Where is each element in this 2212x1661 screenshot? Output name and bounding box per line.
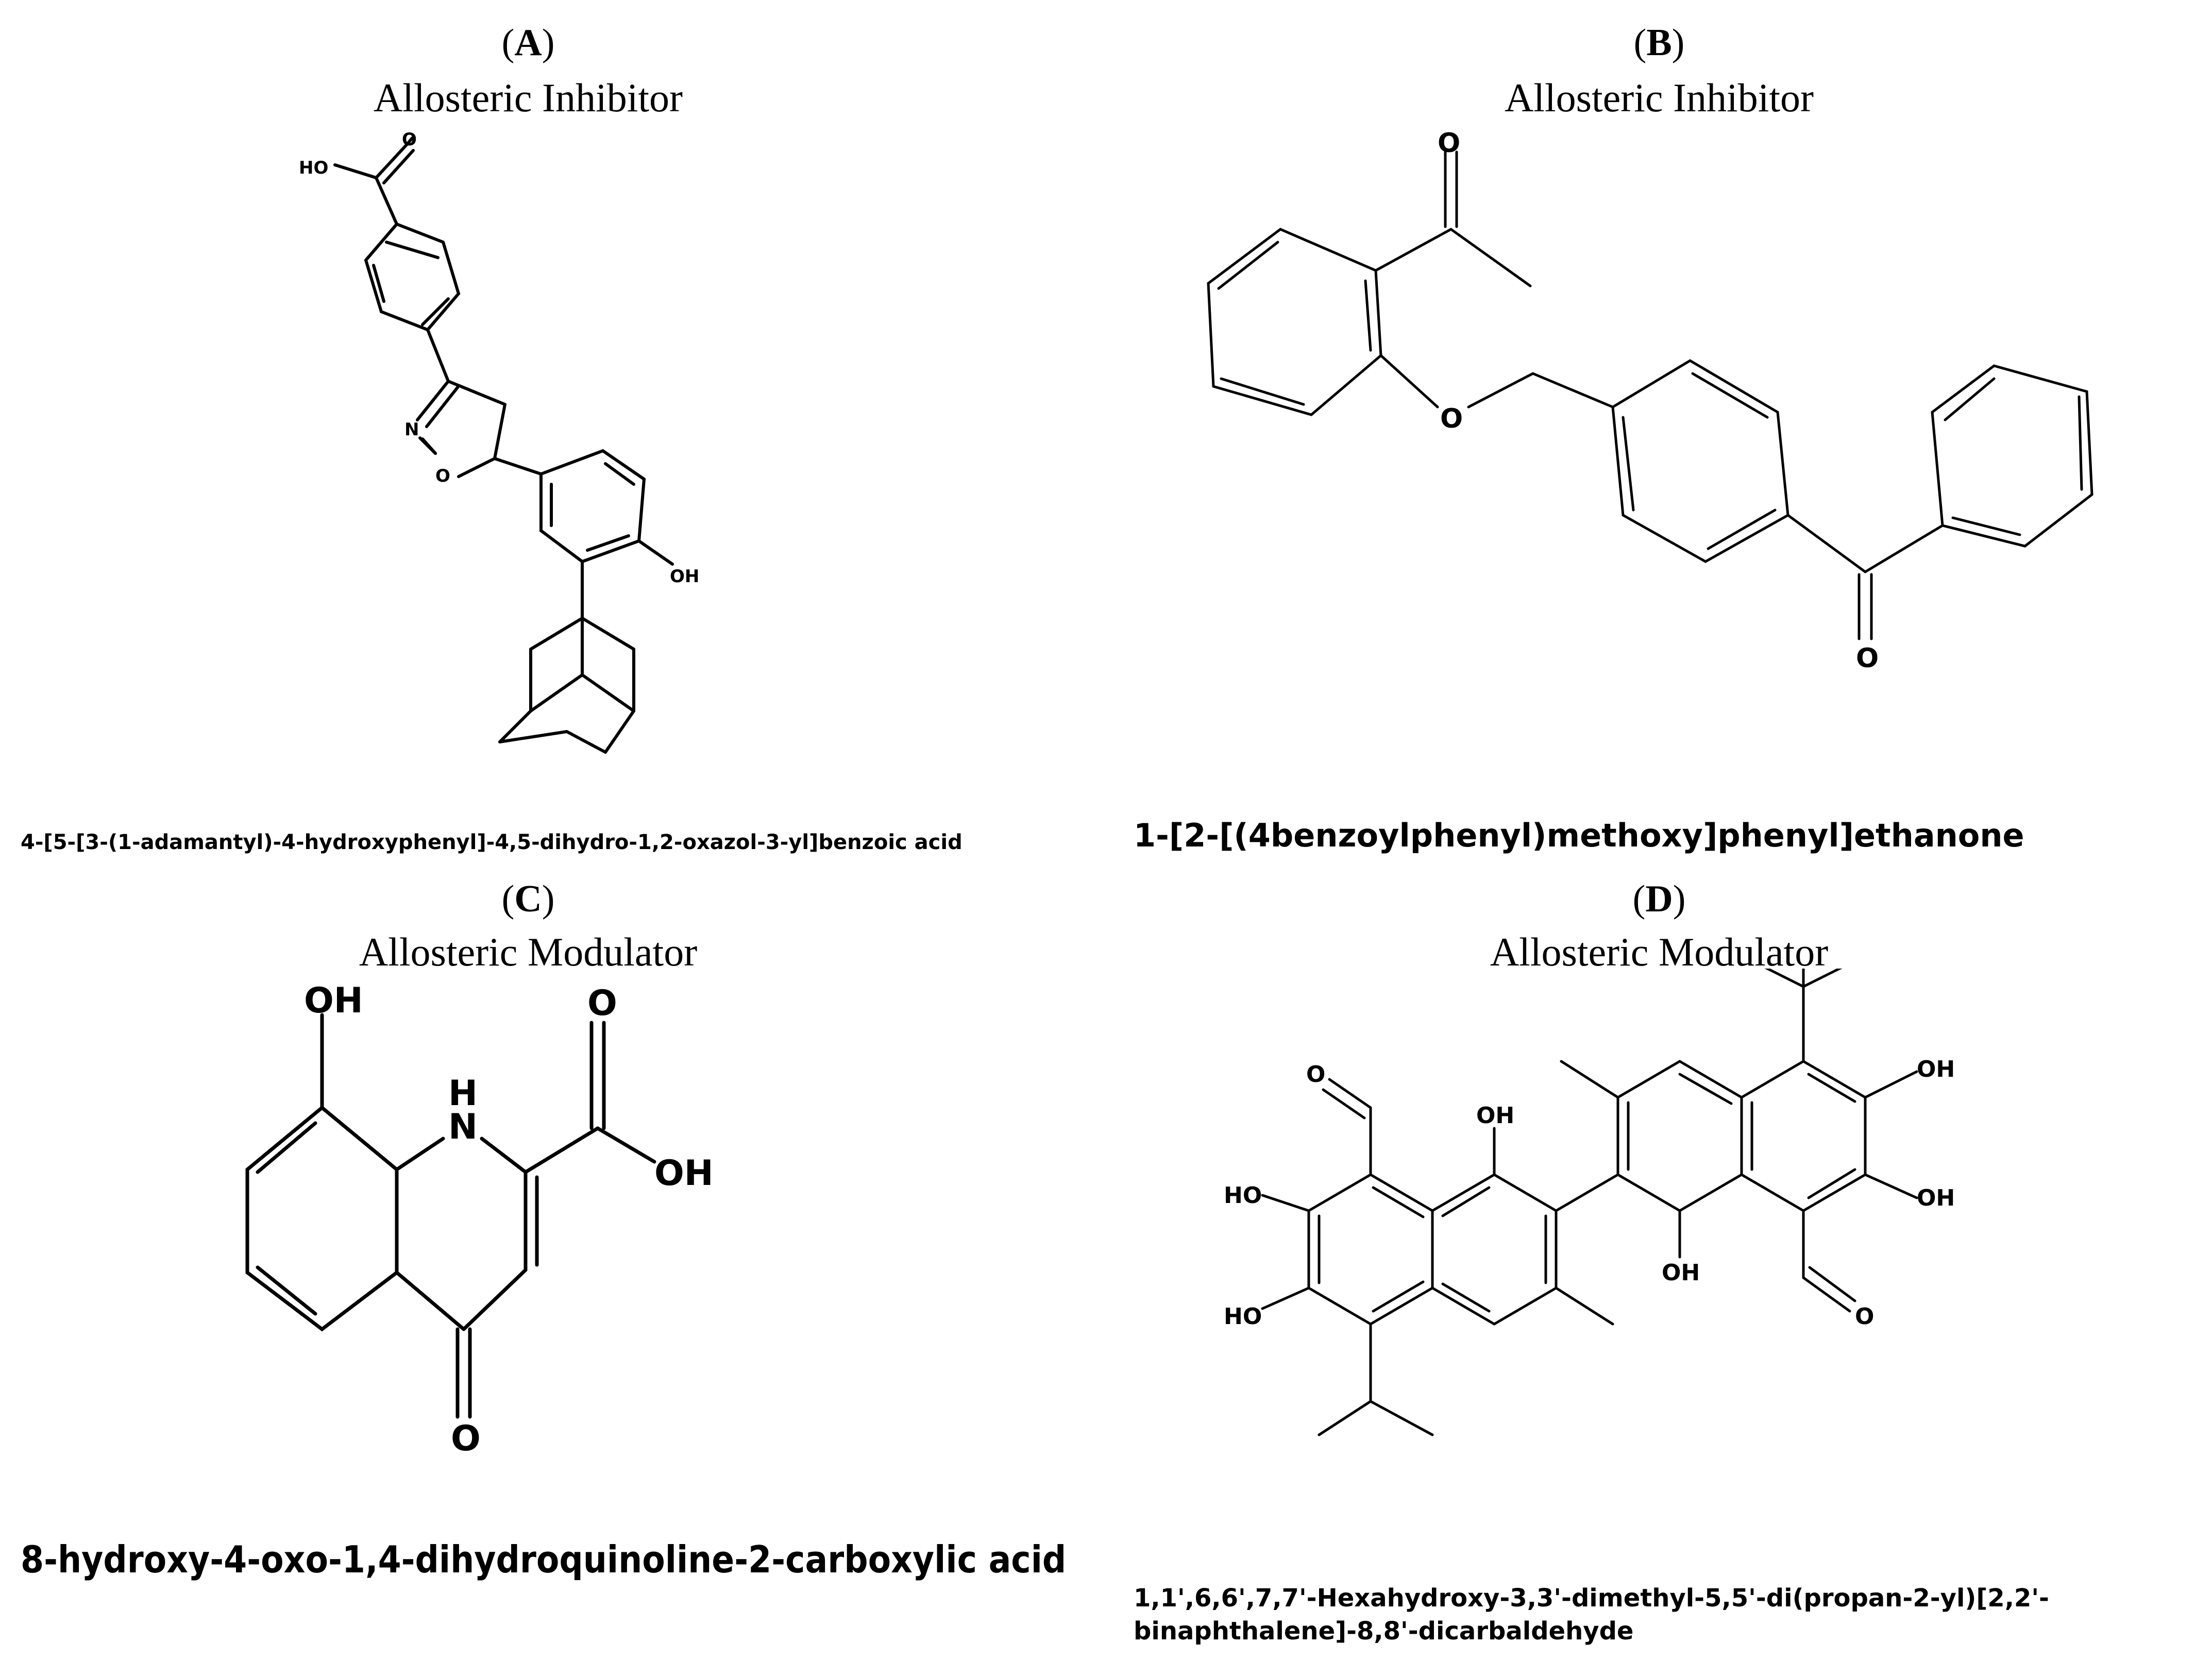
label-b-o-acetyl: O xyxy=(1438,128,1460,159)
label-c-o-oxo: O xyxy=(451,1418,481,1459)
label-a-o-carbonyl: O xyxy=(402,129,417,150)
panel-c-compound-name: 8-hydroxy-4-oxo-1,4-dihydroquinoline-2-c… xyxy=(21,1538,1067,1581)
panel-d-compound-name: 1,1',6,6',7,7'-Hexahydroxy-3,3'-dimethyl… xyxy=(1134,1582,2049,1648)
panel-d-name-line-1: 1,1',6,6',7,7'-Hexahydroxy-3,3'-dimethyl… xyxy=(1134,1584,2049,1613)
panel-a-letter-text: A xyxy=(514,22,542,64)
structure-a: HO O N O OH xyxy=(299,129,699,754)
label-c-h: H xyxy=(448,1073,478,1114)
panel-d-name-line-2: binaphthalene]-8,8'-dicarbaldehyde xyxy=(1134,1617,1634,1646)
panel-d-role: Allosteric Modulator xyxy=(1490,929,1829,974)
label-c-o-acid: O xyxy=(587,983,617,1024)
label-d-o-ald-right: O xyxy=(1855,1303,1874,1330)
label-d-oh-7p: OH xyxy=(1917,1185,1955,1211)
panel-b-letter: (B) xyxy=(1633,22,1685,64)
structure-c: OH H N O OH O xyxy=(245,980,714,1459)
label-c-oh-acid: OH xyxy=(654,1153,714,1194)
label-c-n: N xyxy=(448,1107,478,1147)
label-a-oh: OH xyxy=(670,566,699,587)
label-d-oh-6p: OH xyxy=(1917,1056,1955,1082)
panel-a-role: Allosteric Inhibitor xyxy=(373,75,683,120)
label-a-o-ring: O xyxy=(435,466,450,486)
label-b-o-ketone: O xyxy=(1856,643,1879,674)
panel-a-compound-name: 4-[5-[3-(1-adamantyl)-4-hydroxyphenyl]-4… xyxy=(21,831,963,854)
label-d-o-ald-left: O xyxy=(1306,1061,1325,1088)
panel-b-letter-text: B xyxy=(1646,22,1672,64)
label-b-o-ether: O xyxy=(1440,403,1463,434)
structure-d: O OH HO HO OH OH OH O xyxy=(1224,969,1955,1436)
panel-c-letter: (C) xyxy=(501,878,555,920)
panel-b-role: Allosteric Inhibitor xyxy=(1504,75,1814,120)
panel-b-compound-name: 1-[2-[(4benzoylphenyl)methoxy]phenyl]eth… xyxy=(1134,817,2024,854)
structure-b: O O O xyxy=(1207,128,2093,674)
panel-d-letter-text: D xyxy=(1645,878,1673,920)
label-c-oh-top: OH xyxy=(304,980,363,1021)
label-a-n: N xyxy=(404,419,419,440)
panel-c-role: Allosteric Modulator xyxy=(359,929,698,974)
label-d-ho-6: HO xyxy=(1224,1303,1262,1330)
panel-c-letter-text: C xyxy=(514,878,542,920)
label-d-oh-1p: OH xyxy=(1662,1260,1700,1286)
panel-a-letter: (A) xyxy=(501,22,555,64)
label-a-ho: HO xyxy=(299,158,328,178)
panel-d-letter: (D) xyxy=(1632,878,1686,920)
label-d-oh-1: OH xyxy=(1476,1103,1514,1129)
label-d-ho-7: HO xyxy=(1224,1182,1262,1209)
